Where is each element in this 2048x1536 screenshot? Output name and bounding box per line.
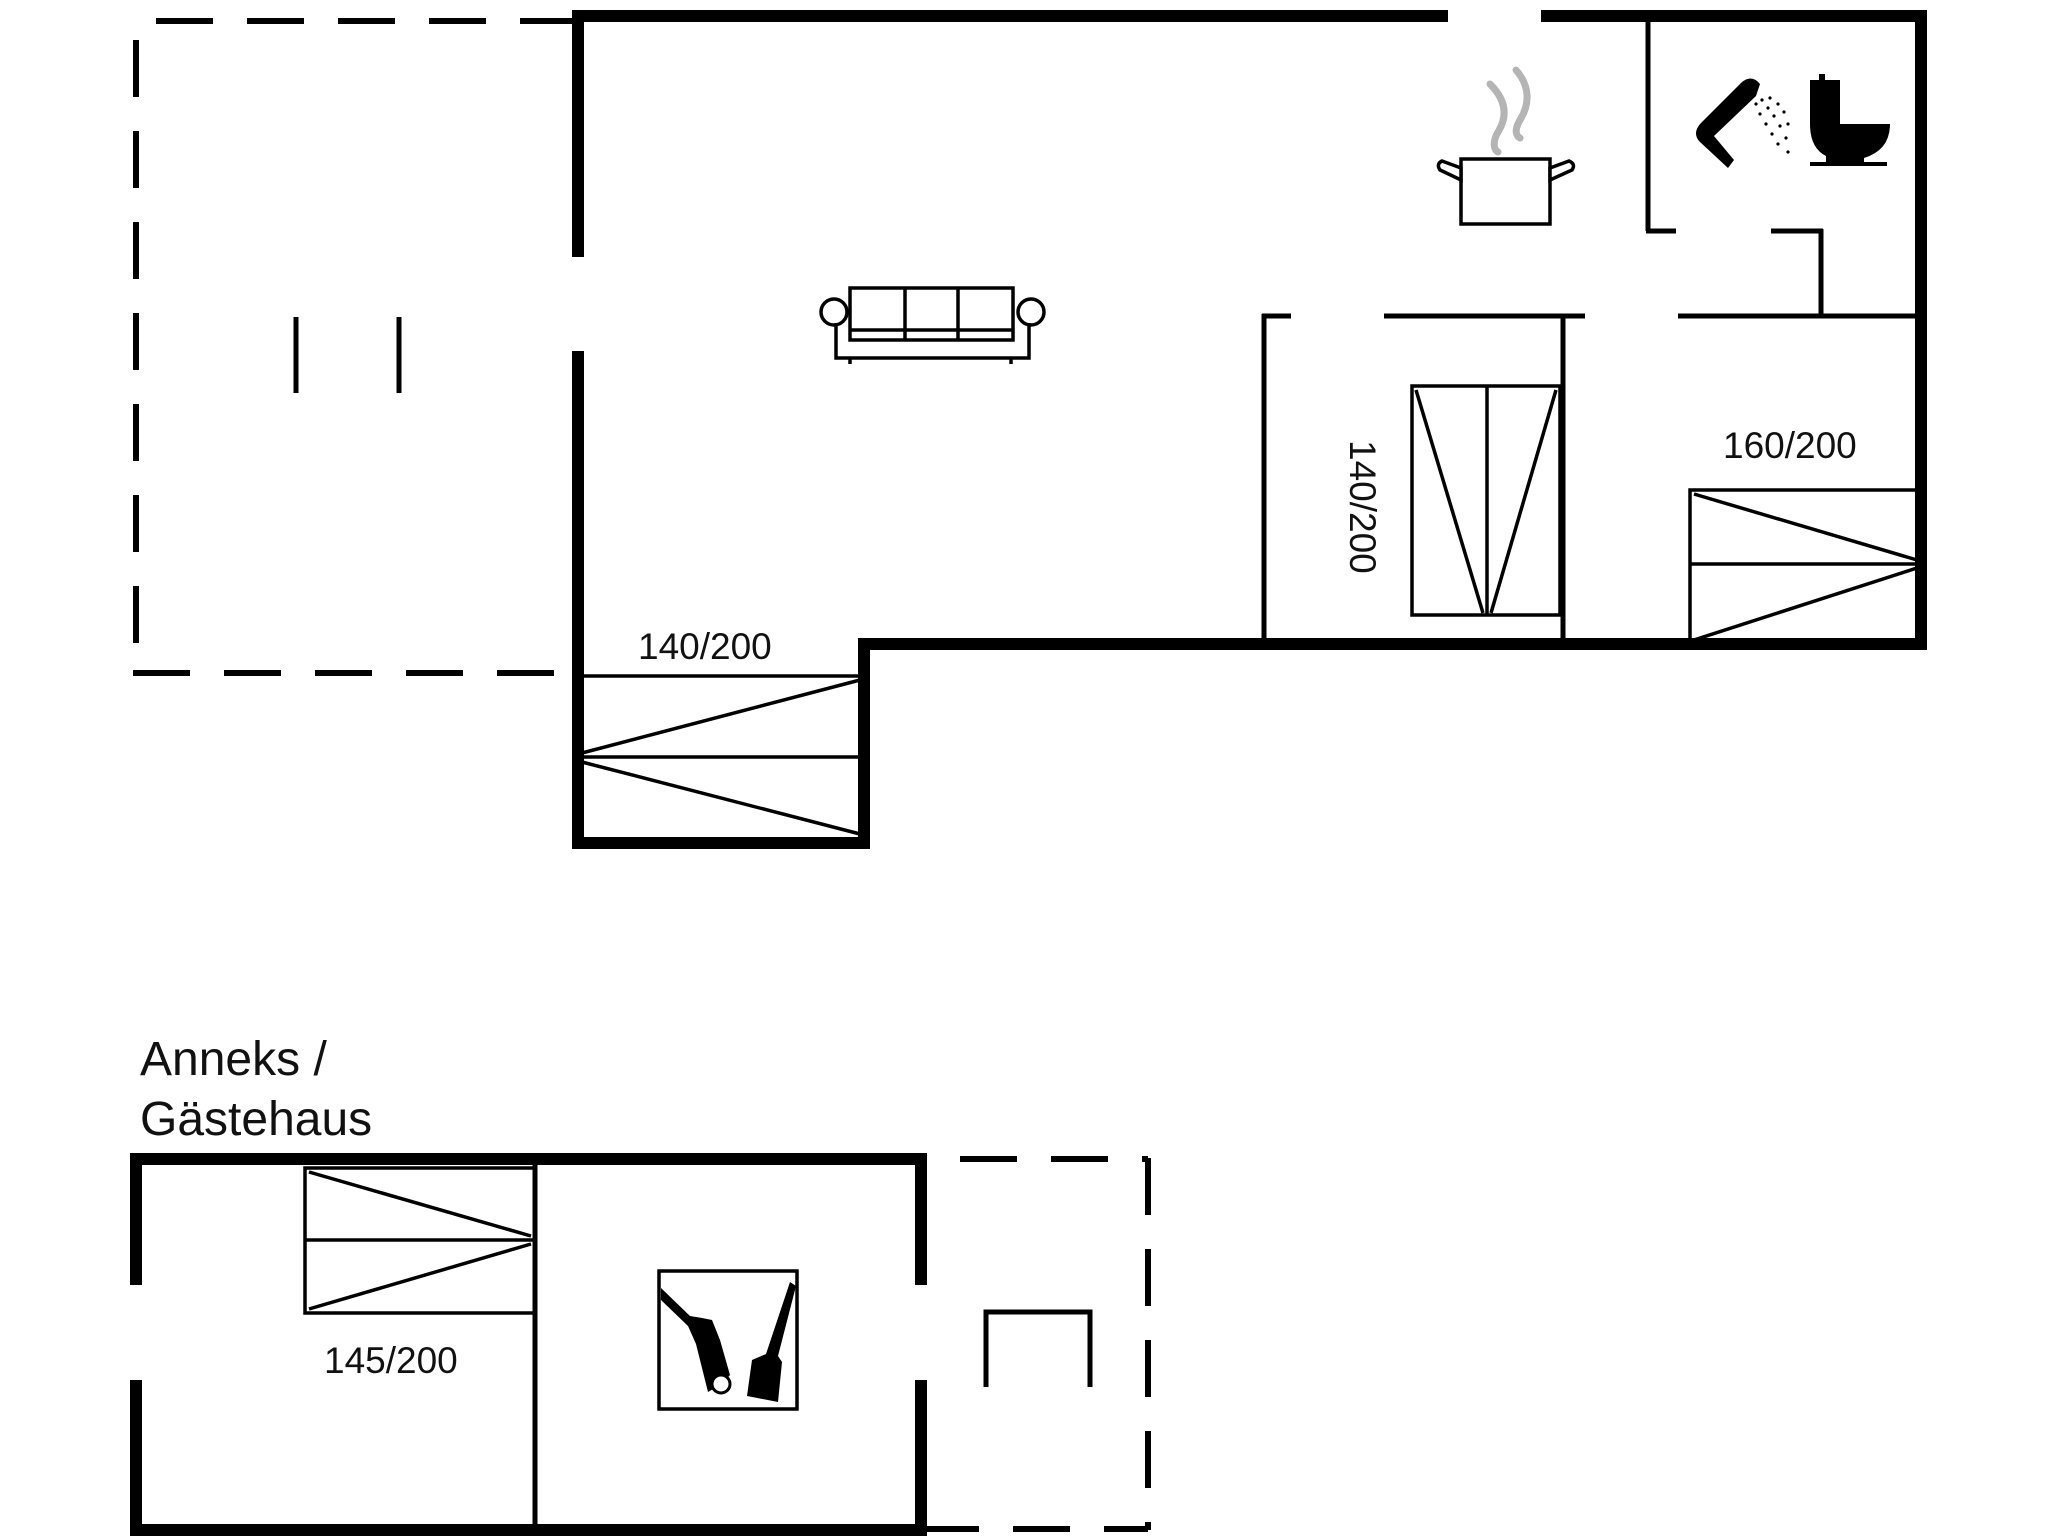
annex-title-line2: Gästehaus — [140, 1093, 372, 1146]
annex-walls — [130, 1153, 927, 1536]
interior-walls — [1261, 16, 1921, 644]
bed-bedroom-2: 140/200 — [1342, 384, 1562, 617]
annex: Anneks / Gästehaus 145/200 — [130, 1033, 1151, 1536]
annex-terrace-outline — [922, 1156, 1151, 1532]
bed-bedroom-1: 140/200 — [578, 626, 864, 836]
bed-bedroom-3: 160/200 — [1688, 425, 1923, 646]
bed-size-label: 145/200 — [324, 1340, 458, 1381]
garden-tools-icon — [657, 1269, 799, 1411]
toilet-icon — [1810, 74, 1890, 166]
bench-icon — [983, 1309, 1093, 1387]
bed-size-label: 160/200 — [1723, 425, 1857, 466]
bed-annex: 145/200 — [303, 1166, 537, 1381]
terrace-outline — [133, 18, 578, 676]
cooking-pot-icon — [1436, 66, 1576, 226]
annex-title-line1: Anneks / — [140, 1033, 327, 1086]
main-house: 140/200 140/200 160/200 — [133, 10, 1927, 849]
shower-icon — [1696, 78, 1790, 168]
bed-size-label: 140/200 — [638, 626, 772, 667]
bed-size-label: 140/200 — [1342, 440, 1383, 574]
sofa-icon — [819, 286, 1046, 364]
